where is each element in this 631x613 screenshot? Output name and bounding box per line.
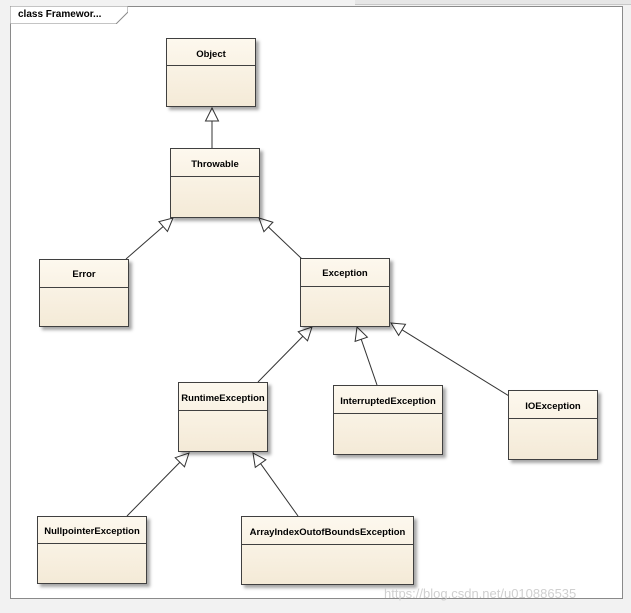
class-nullpointer-exception[interactable]: NullpointerException	[37, 516, 147, 584]
class-separator	[167, 65, 255, 66]
class-name: NullpointerException	[44, 526, 140, 537]
frame-label-tab	[10, 6, 128, 24]
class-name: Error	[72, 269, 96, 280]
class-object[interactable]: Object	[166, 38, 256, 107]
relation-line-exception-to-throwable	[268, 226, 303, 260]
class-separator	[179, 410, 267, 411]
class-separator	[509, 418, 597, 419]
class-error[interactable]: Error	[39, 259, 129, 327]
generalization-arrowhead	[258, 217, 274, 233]
class-separator	[334, 413, 442, 414]
class-io-exception[interactable]: IOException	[508, 390, 598, 460]
class-separator	[40, 287, 128, 288]
relation-line-interrupted_exception-to-exception	[360, 339, 378, 386]
generalization-arrowhead	[158, 217, 174, 233]
generalization-arrowhead	[354, 325, 369, 343]
class-array-index-exception[interactable]: ArrayIndexOutofBoundsException	[241, 516, 414, 585]
relation-line-error-to-throwable	[125, 226, 164, 260]
class-name: InterruptedException	[340, 396, 436, 407]
frame-label: class Framewor...	[18, 9, 102, 20]
class-throwable[interactable]: Throwable	[170, 148, 260, 218]
class-interrupted-exception[interactable]: InterruptedException	[333, 385, 443, 455]
generalization-arrowhead	[174, 452, 190, 468]
class-name: Throwable	[191, 159, 239, 170]
class-separator	[171, 176, 259, 177]
generalization-arrowhead	[252, 452, 267, 469]
class-separator	[242, 544, 413, 545]
class-exception[interactable]: Exception	[300, 258, 390, 327]
generalization-arrowhead	[390, 322, 407, 337]
generalization-arrowhead	[204, 106, 220, 122]
class-runtime-exception[interactable]: RuntimeException	[178, 382, 268, 452]
class-separator	[301, 286, 389, 287]
relation-line-array_index_exception-to-runtime_exception	[260, 463, 299, 517]
class-name: Object	[196, 49, 226, 60]
relation-line-io_exception-to-exception	[401, 329, 510, 397]
relation-line-nullpointer_exception-to-runtime_exception	[126, 461, 181, 517]
relation-line-runtime_exception-to-exception	[257, 335, 304, 383]
class-name: ArrayIndexOutofBoundsException	[249, 527, 406, 538]
watermark-text: https://blog.csdn.net/u010886535	[384, 586, 577, 601]
window-top-strip	[355, 0, 631, 5]
class-name: RuntimeException	[181, 393, 265, 404]
class-name: Exception	[322, 268, 368, 279]
class-separator	[38, 543, 146, 544]
generalization-arrowhead	[297, 326, 313, 342]
class-name: IOException	[525, 401, 581, 412]
